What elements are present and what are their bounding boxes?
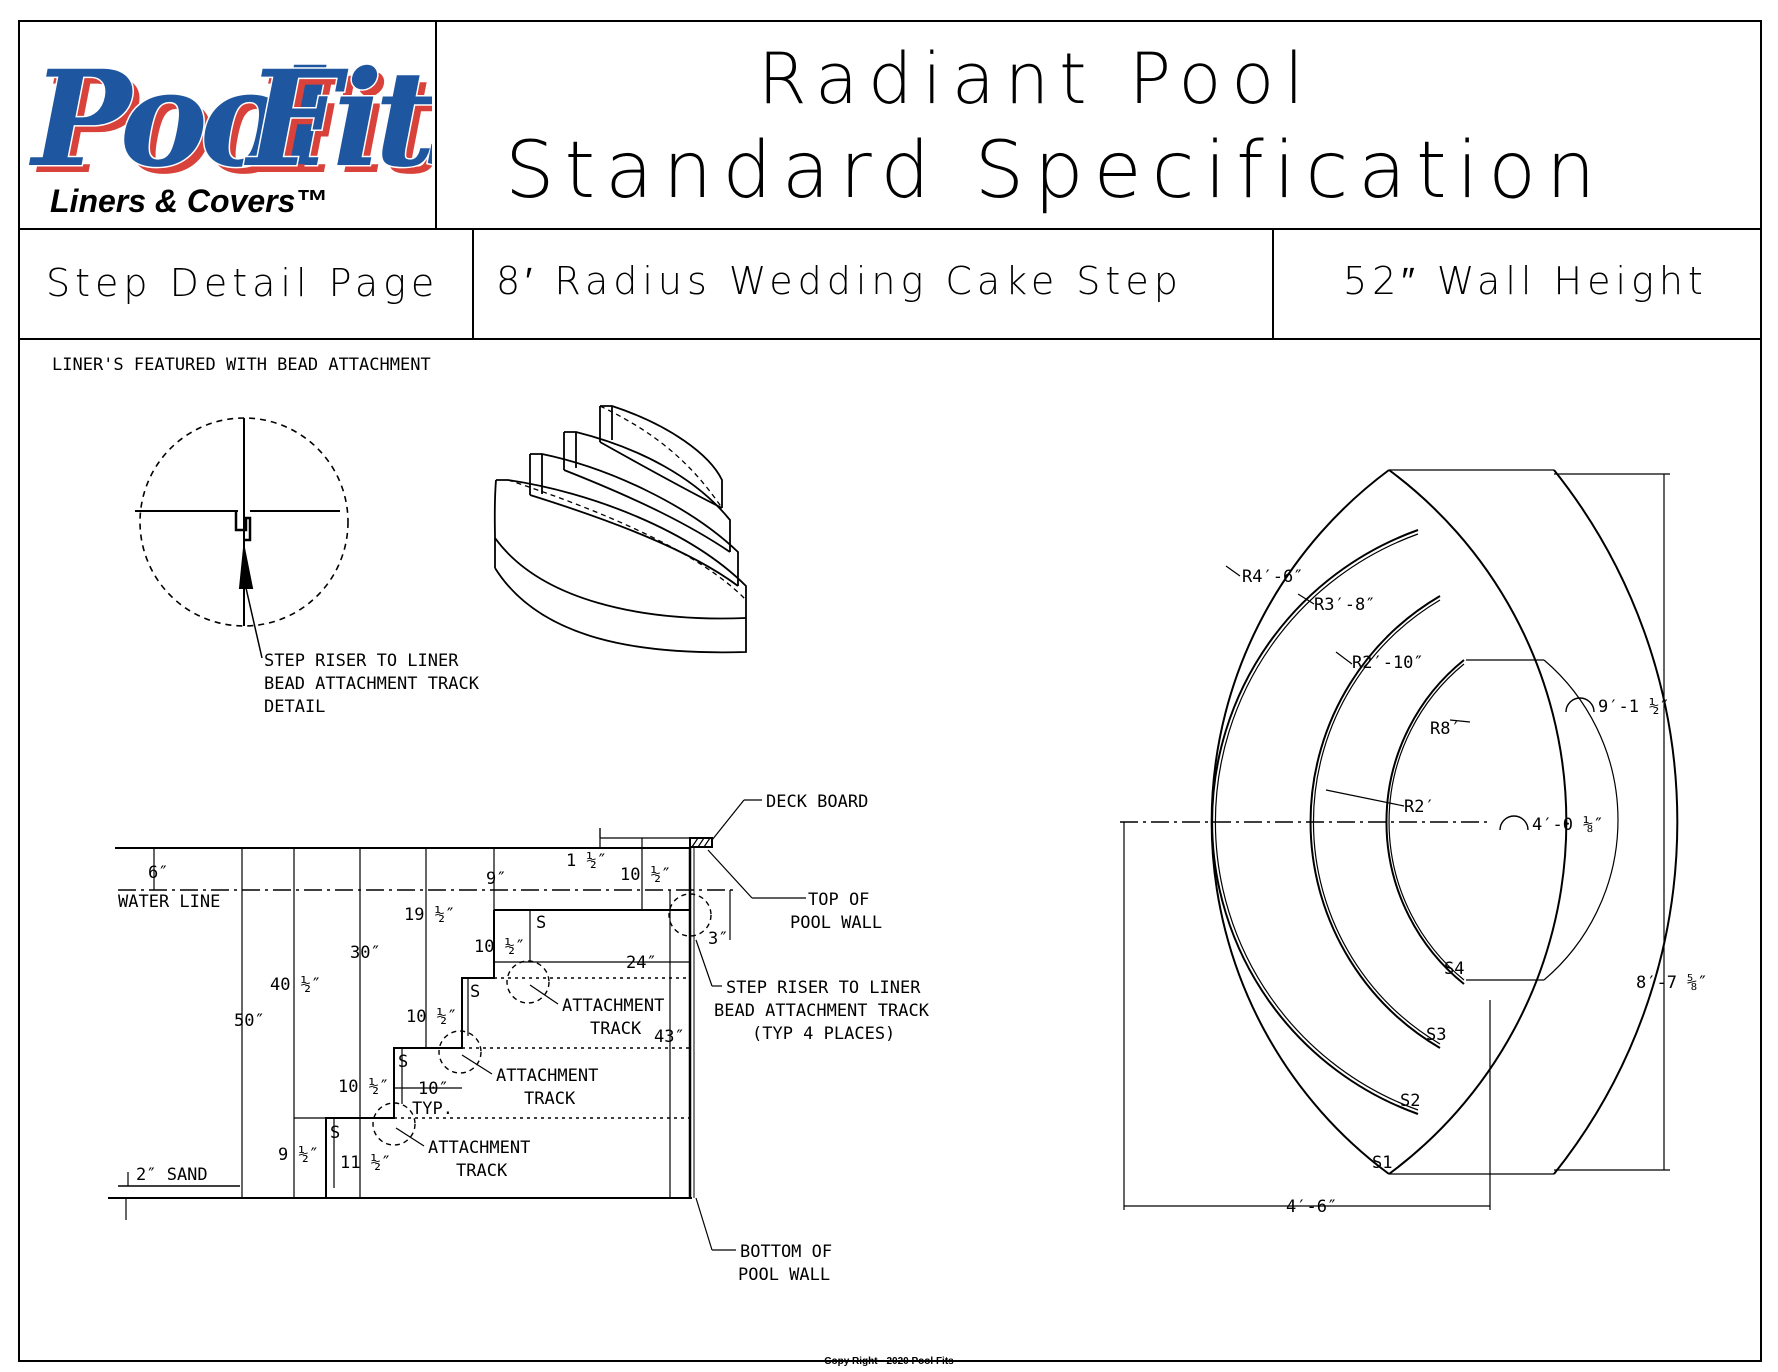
logo-tagline: Liners & Covers™ [50, 183, 327, 219]
detail-label-1: STEP RISER TO LINER [264, 651, 459, 671]
step-s3: S3 [1426, 1025, 1446, 1045]
attach-label-1b: TRACK [590, 1019, 642, 1039]
attach-label-2b: TRACK [524, 1089, 576, 1109]
dim-3: 3″ [708, 929, 728, 949]
copyright: Copy Right - 2020 Pool Fits [824, 1356, 954, 1367]
dim-6: 6″ [148, 863, 168, 883]
wall-height-cell [1272, 228, 1762, 340]
detail-label-2: BEAD ATTACHMENT TRACK [264, 674, 480, 694]
wall-height-label: 52″ Wall Height [1343, 259, 1708, 303]
riser-label-1: STEP RISER TO LINER [726, 978, 921, 998]
isometric-step [493, 405, 747, 654]
attach-label-3b: TRACK [456, 1161, 508, 1181]
dim-40half: 40 ½″ [270, 975, 321, 995]
plan-view: R4′-6″ R3′-8″ R2′-10″ R8′ R2′ 9′-1 ½″ 4′… [1120, 469, 1708, 1217]
logo-brand-shadow-1: Pool [35, 49, 334, 204]
step-s2: S2 [1400, 1091, 1420, 1111]
dim-50: 50″ [234, 1011, 265, 1031]
detail-label-3: DETAIL [264, 697, 325, 717]
dim-10half-top: 10 ½″ [620, 865, 671, 885]
deck-board-label: DECK BOARD [766, 792, 868, 812]
step-marker-4: S [330, 1123, 340, 1143]
bottom-wall-label-2: POOL WALL [738, 1265, 830, 1285]
liner-note: LINER'S FEATURED WITH BEAD ATTACHMENT [52, 355, 431, 375]
dim-9half: 9 ½″ [278, 1145, 319, 1165]
radius-r3: R2′-10″ [1352, 653, 1424, 673]
radius-r5: R2′ [1404, 797, 1435, 817]
dim-1half: 1 ½″ [566, 851, 607, 871]
step-s4: S4 [1444, 959, 1464, 979]
title-line-1: Radiant Pool [758, 38, 1314, 120]
step-type-label: 8′ Radius Wedding Cake Step [496, 259, 1183, 303]
attach-label-2a: ATTACHMENT [496, 1066, 598, 1086]
pool-fits-logo: Pool Pool Fits Fits Liners & Covers™ [27, 41, 433, 220]
detail-circle: STEP RISER TO LINER BEAD ATTACHMENT TRAC… [135, 417, 480, 717]
dim-10half-a: 10 ½″ [474, 937, 525, 957]
step-marker-3: S [398, 1052, 408, 1072]
dim-43: 43″ [654, 1027, 685, 1047]
logo-brand-text-1: Pool [28, 42, 327, 197]
height-dim: 8′-7 ⅝″ [1636, 973, 1708, 993]
attach-label-1a: ATTACHMENT [562, 996, 664, 1016]
dim-30: 30″ [350, 943, 381, 963]
dim-10half-c: 10 ½″ [338, 1077, 389, 1097]
radius-r2: R3′-8″ [1314, 595, 1375, 615]
dim-9a: 9″ [486, 869, 506, 889]
attach-label-3a: ATTACHMENT [428, 1138, 530, 1158]
page-label: Step Detail Page [46, 261, 440, 305]
dim-24: 24″ [626, 953, 657, 973]
bottom-wall-label-1: BOTTOM OF [740, 1242, 832, 1262]
step-marker-1: S [536, 913, 546, 933]
top-wall-label-2: POOL WALL [790, 913, 882, 933]
radius-r4: R8′ [1430, 719, 1461, 739]
top-wall-label-1: TOP OF [808, 890, 869, 910]
dim-10: 10″ [418, 1079, 449, 1099]
riser-label-3: (TYP 4 PLACES) [752, 1024, 895, 1044]
width-dim: 4′-6″ [1286, 1197, 1337, 1217]
step-marker-2: S [470, 982, 480, 1002]
water-line-label: WATER LINE [118, 892, 220, 912]
riser-label-2: BEAD ATTACHMENT TRACK [714, 1001, 930, 1021]
title-line-2: Standard Specification [505, 126, 1606, 216]
logo-brand-text-2: Fits [243, 42, 432, 197]
dim-10half-b: 10 ½″ [406, 1007, 457, 1027]
dim-19half: 19 ½″ [404, 905, 455, 925]
logo-brand-shadow-2: Fits [250, 49, 432, 204]
dim-11half: 11 ½″ [340, 1153, 391, 1173]
radius-r1: R4′-6″ [1242, 567, 1303, 587]
arc-dim-2: 4′-0 ⅛″ [1532, 815, 1604, 835]
arc-dim-1: 9′-1 ½″ [1598, 697, 1670, 717]
typ-label: TYP. [412, 1099, 453, 1119]
section-view: DECK BOARD TOP OF POOL WALL WATER LINE 2… [108, 792, 930, 1285]
step-s1: S1 [1372, 1153, 1392, 1173]
sand-label: 2″ SAND [136, 1165, 208, 1185]
